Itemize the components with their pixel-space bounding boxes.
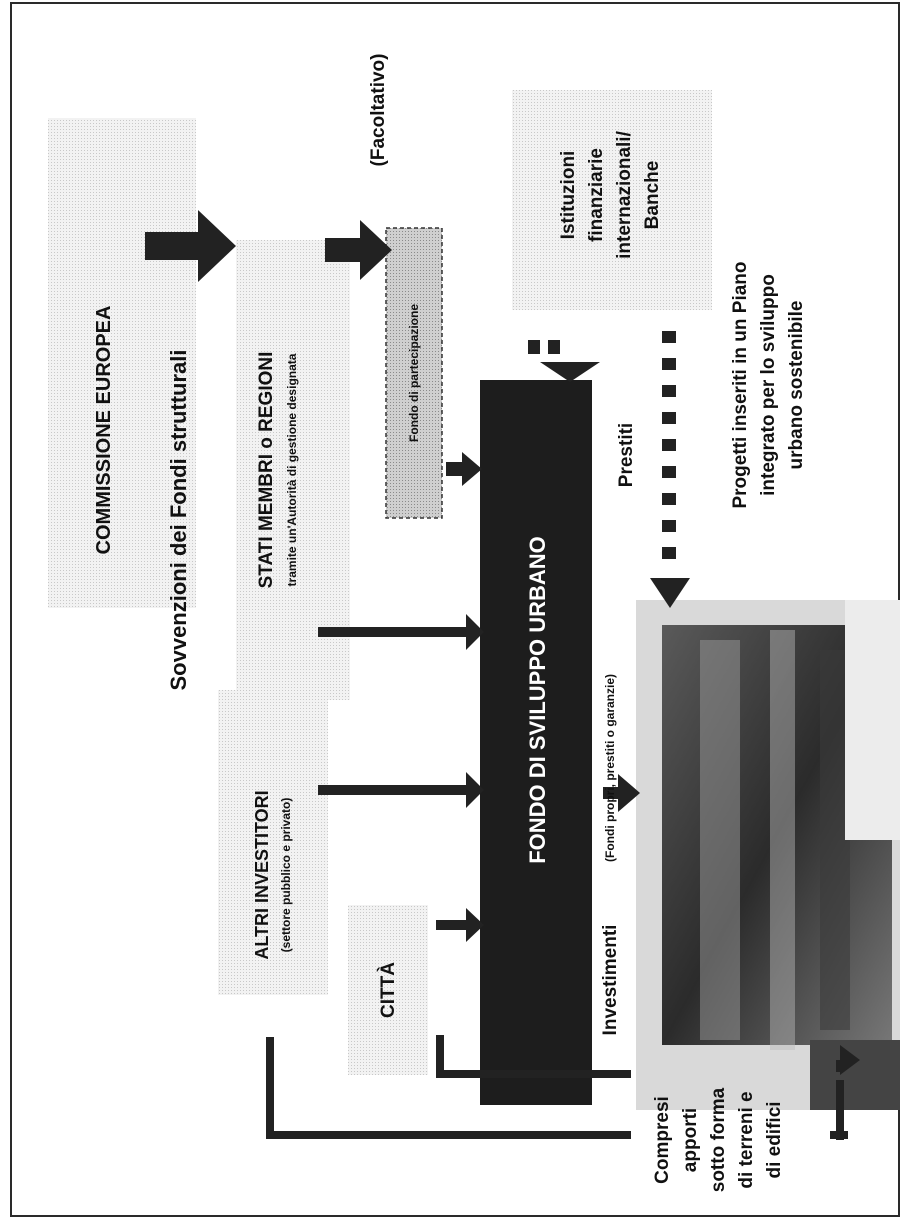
loans-label: Prestiti: [616, 423, 637, 487]
projects-label: Progetti inseriti in un Piano integrato …: [730, 261, 807, 508]
city-box: [348, 905, 428, 1075]
member-states-label: STATI MEMBRI o REGIONI: [256, 352, 277, 589]
holding-fund-box: [385, 227, 443, 519]
other-investors-label: ALTRI INVESTITORI: [252, 790, 272, 959]
banks-box: [512, 90, 712, 310]
contrib-line3: sotto forma: [708, 1087, 729, 1192]
contrib-line4: di terreni e: [736, 1091, 757, 1188]
arrow-commission-to-states: [145, 210, 236, 282]
optional-label: (Facoltativo): [368, 54, 389, 167]
member-states-sublabel: tramite un'Autorità di gestione designat…: [285, 353, 299, 586]
arrow-investments: [603, 774, 640, 812]
holding-fund-label: Fondo di partecipazione: [407, 304, 421, 442]
investments-label: Investimenti: [600, 925, 621, 1036]
banks-label-line2: finanziarie: [586, 148, 607, 242]
commission-box: [48, 118, 196, 608]
banks-label-line1: Istituzioni: [558, 151, 579, 240]
contrib-line1: Compresi: [652, 1096, 673, 1184]
arrows: [145, 210, 860, 1140]
arrow-states-to-urban: [318, 614, 484, 650]
project-photo: [636, 600, 900, 1110]
contrib-line5: di edifici: [764, 1101, 785, 1178]
arrow-states-to-holding: [325, 220, 392, 280]
contrib-line2: apporti: [680, 1108, 701, 1172]
other-investors-box: [218, 690, 328, 995]
contribution-label: Compresi apporti sotto forma di terreni …: [652, 1087, 785, 1192]
projects-label-line2: integrato per lo sviluppo: [758, 274, 779, 496]
arrow-banks-to-urban: [528, 340, 600, 382]
contribution-lines: [266, 1035, 860, 1140]
banks-label: Istituzioni finanziarie internazionali/ …: [558, 130, 663, 258]
other-investors-sublabel: (settore pubblico e privato): [279, 798, 293, 953]
city-label: CITTÀ: [377, 962, 399, 1018]
investments-sublabel: (Fondi propri, prestiti o garanzie): [603, 674, 617, 862]
arrow-loans-dashed: [650, 331, 690, 608]
projects-label-line3: urbano sostenibile: [786, 301, 807, 470]
banks-label-line4: Banche: [642, 161, 663, 230]
arrow-city-to-urban: [436, 908, 484, 942]
commission-label: COMMISSIONE EUROPEA: [93, 306, 115, 555]
banks-label-line3: internazionali/: [614, 130, 635, 258]
urban-fund-label: FONDO DI SVILUPPO URBANO: [525, 536, 550, 864]
member-states-box: [236, 240, 350, 700]
grants-label: Sovvenzioni dei Fondi strutturali: [166, 349, 191, 690]
urban-fund-box: [480, 380, 592, 1105]
arrow-investors-to-urban: [318, 772, 484, 808]
projects-label-line1: Progetti inseriti in un Piano: [730, 261, 751, 508]
arrow-holding-to-urban: [446, 452, 482, 486]
